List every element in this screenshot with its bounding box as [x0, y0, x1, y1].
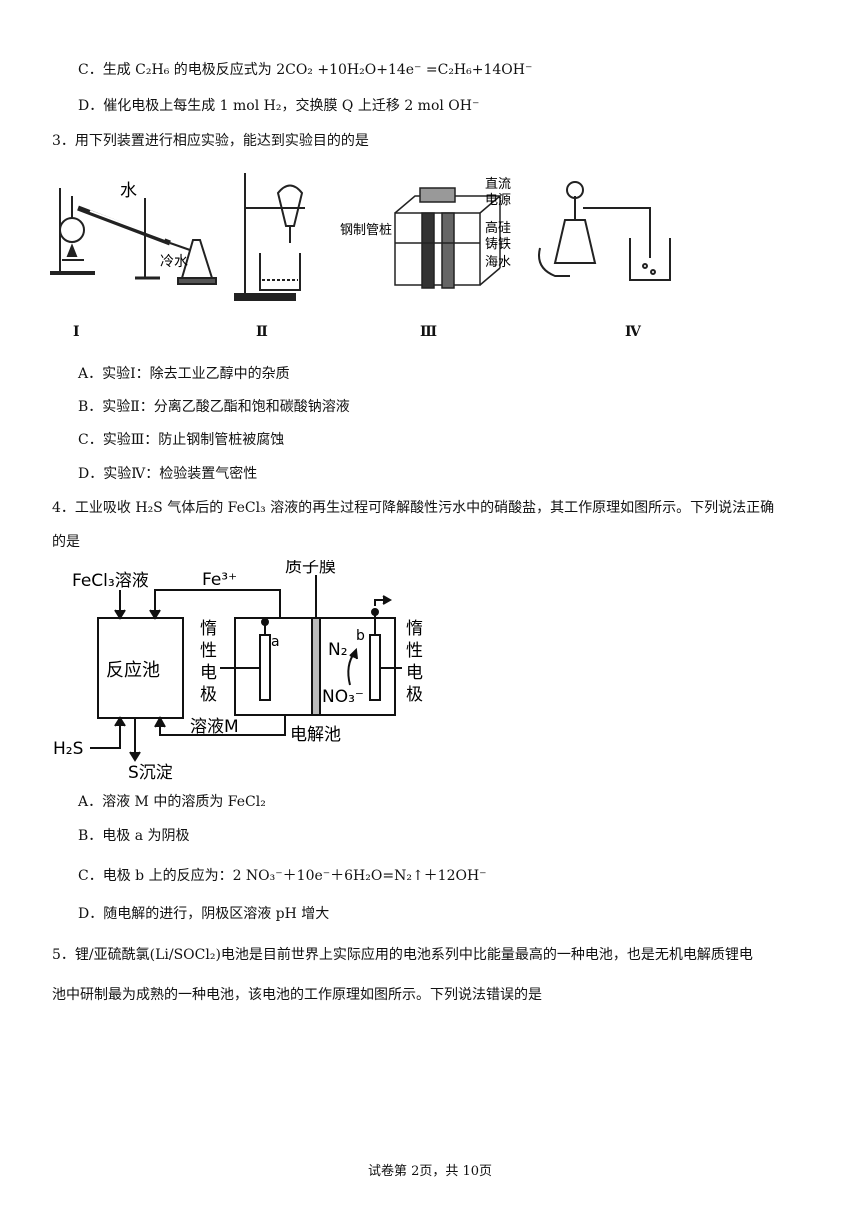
q4-option-c: C．电极 b 上的反应为：2 NO₃⁻＋10e⁻＋6H₂O=N₂↑＋12OH⁻	[78, 868, 487, 884]
label-high-si-2: 铸铁	[485, 236, 511, 252]
label-roman-3: Ⅲ	[420, 324, 438, 340]
q4-stem-line1: 4．工业吸收 H₂S 气体后的 FeCl₃ 溶液的再生过程可降解酸性污水中的硝酸…	[52, 500, 775, 516]
apparatus-airtightness	[538, 181, 671, 281]
apparatus-distillation	[50, 188, 217, 285]
q5-stem-line1: 5．锂/亚硫酰氯(Li/SOCl₂)电池是目前世界上实际应用的电池系列中比能量最…	[52, 947, 753, 963]
label-high-si-1: 高硅	[485, 220, 511, 236]
q3-option-b: B．实验Ⅱ：分离乙酸乙酯和饱和碳酸钠溶液	[78, 399, 350, 415]
label-electrolyzer: 电解池	[290, 725, 341, 745]
q3-option-d: D．实验Ⅳ：检验装置气密性	[78, 466, 258, 482]
label-seawater: 海水	[485, 255, 511, 270]
label-dc-power-1: 直流	[485, 177, 511, 192]
label-proton-membrane: 质子膜	[285, 560, 336, 577]
label-dc-power-2: 电源	[485, 193, 511, 208]
q3-stem: 3．用下列装置进行相应实验，能达到实验目的的是	[52, 133, 369, 149]
label-water: 水	[120, 181, 137, 201]
label-solution-m: 溶液M	[190, 717, 239, 737]
page-footer: 试卷第 2页，共 10页	[367, 1164, 493, 1179]
label-inert-right-1: 惰	[406, 619, 423, 639]
apparatus-separatory-funnel	[234, 173, 305, 301]
q4-stem-line2: 的是	[52, 534, 80, 550]
label-inert-left-3: 电	[200, 663, 217, 683]
apparatus-cathodic-protection	[394, 187, 503, 289]
q4-option-b: B．电极 a 为阴极	[78, 828, 190, 844]
label-electrode-b: b	[356, 628, 365, 644]
label-roman-1: Ⅰ	[73, 324, 80, 340]
q5-stem-line2: 池中研制最为成熟的一种电池，该电池的工作原理如图所示。下列说法错误的是	[52, 987, 542, 1003]
label-electrode-a: a	[271, 634, 280, 650]
label-inert-right-3: 电	[406, 663, 423, 683]
label-sulfur: S沉淀	[128, 763, 173, 783]
label-inert-right-4: 极	[406, 685, 423, 705]
label-cold-water: 冷水	[160, 254, 188, 270]
label-reactor: 反应池	[106, 660, 160, 681]
label-inert-left-1: 惰	[200, 619, 217, 639]
q4-option-d: D．随电解的进行，阴极区溶液 pH 增大	[78, 906, 330, 922]
label-h2s: H₂S	[53, 739, 83, 759]
label-roman-2: Ⅱ	[256, 324, 268, 340]
label-inert-right-2: 性	[406, 641, 423, 661]
label-inert-left-4: 极	[200, 685, 217, 705]
label-n2: N₂	[328, 640, 348, 660]
q3-option-a: A．实验Ⅰ：除去工业乙醇中的杂质	[78, 366, 290, 382]
label-fecl3: FeCl₃溶液	[72, 571, 149, 591]
q4-option-a: A．溶液 M 中的溶质为 FeCl₂	[78, 794, 266, 810]
label-no3: NO₃⁻	[322, 687, 364, 707]
label-steel-pile: 钢制管桩	[340, 223, 392, 238]
label-fe3: Fe³⁺	[202, 570, 237, 590]
q2-option-d: D．催化电极上每生成 1 mol H₂，交换膜 Q 上迁移 2 mol OH⁻	[78, 98, 480, 114]
q3-option-c: C．实验Ⅲ：防止钢制管桩被腐蚀	[78, 432, 285, 448]
q3-apparatus-figure: 水 冷水 钢制管桩 直流 电源 高硅 铸铁 海水	[50, 173, 671, 301]
q4-electrolysis-figure: FeCl₃溶液 Fe³⁺ 质子膜 反应池 惰 性 电 极 惰 性 电 极 a b…	[53, 560, 423, 783]
label-inert-left-2: 性	[200, 641, 217, 661]
q2-option-c: C．生成 C₂H₆ 的电极反应式为 2CO₂ +10H₂O+14e⁻ =C₂H₆…	[78, 62, 533, 78]
label-roman-4: Ⅳ	[625, 324, 641, 340]
